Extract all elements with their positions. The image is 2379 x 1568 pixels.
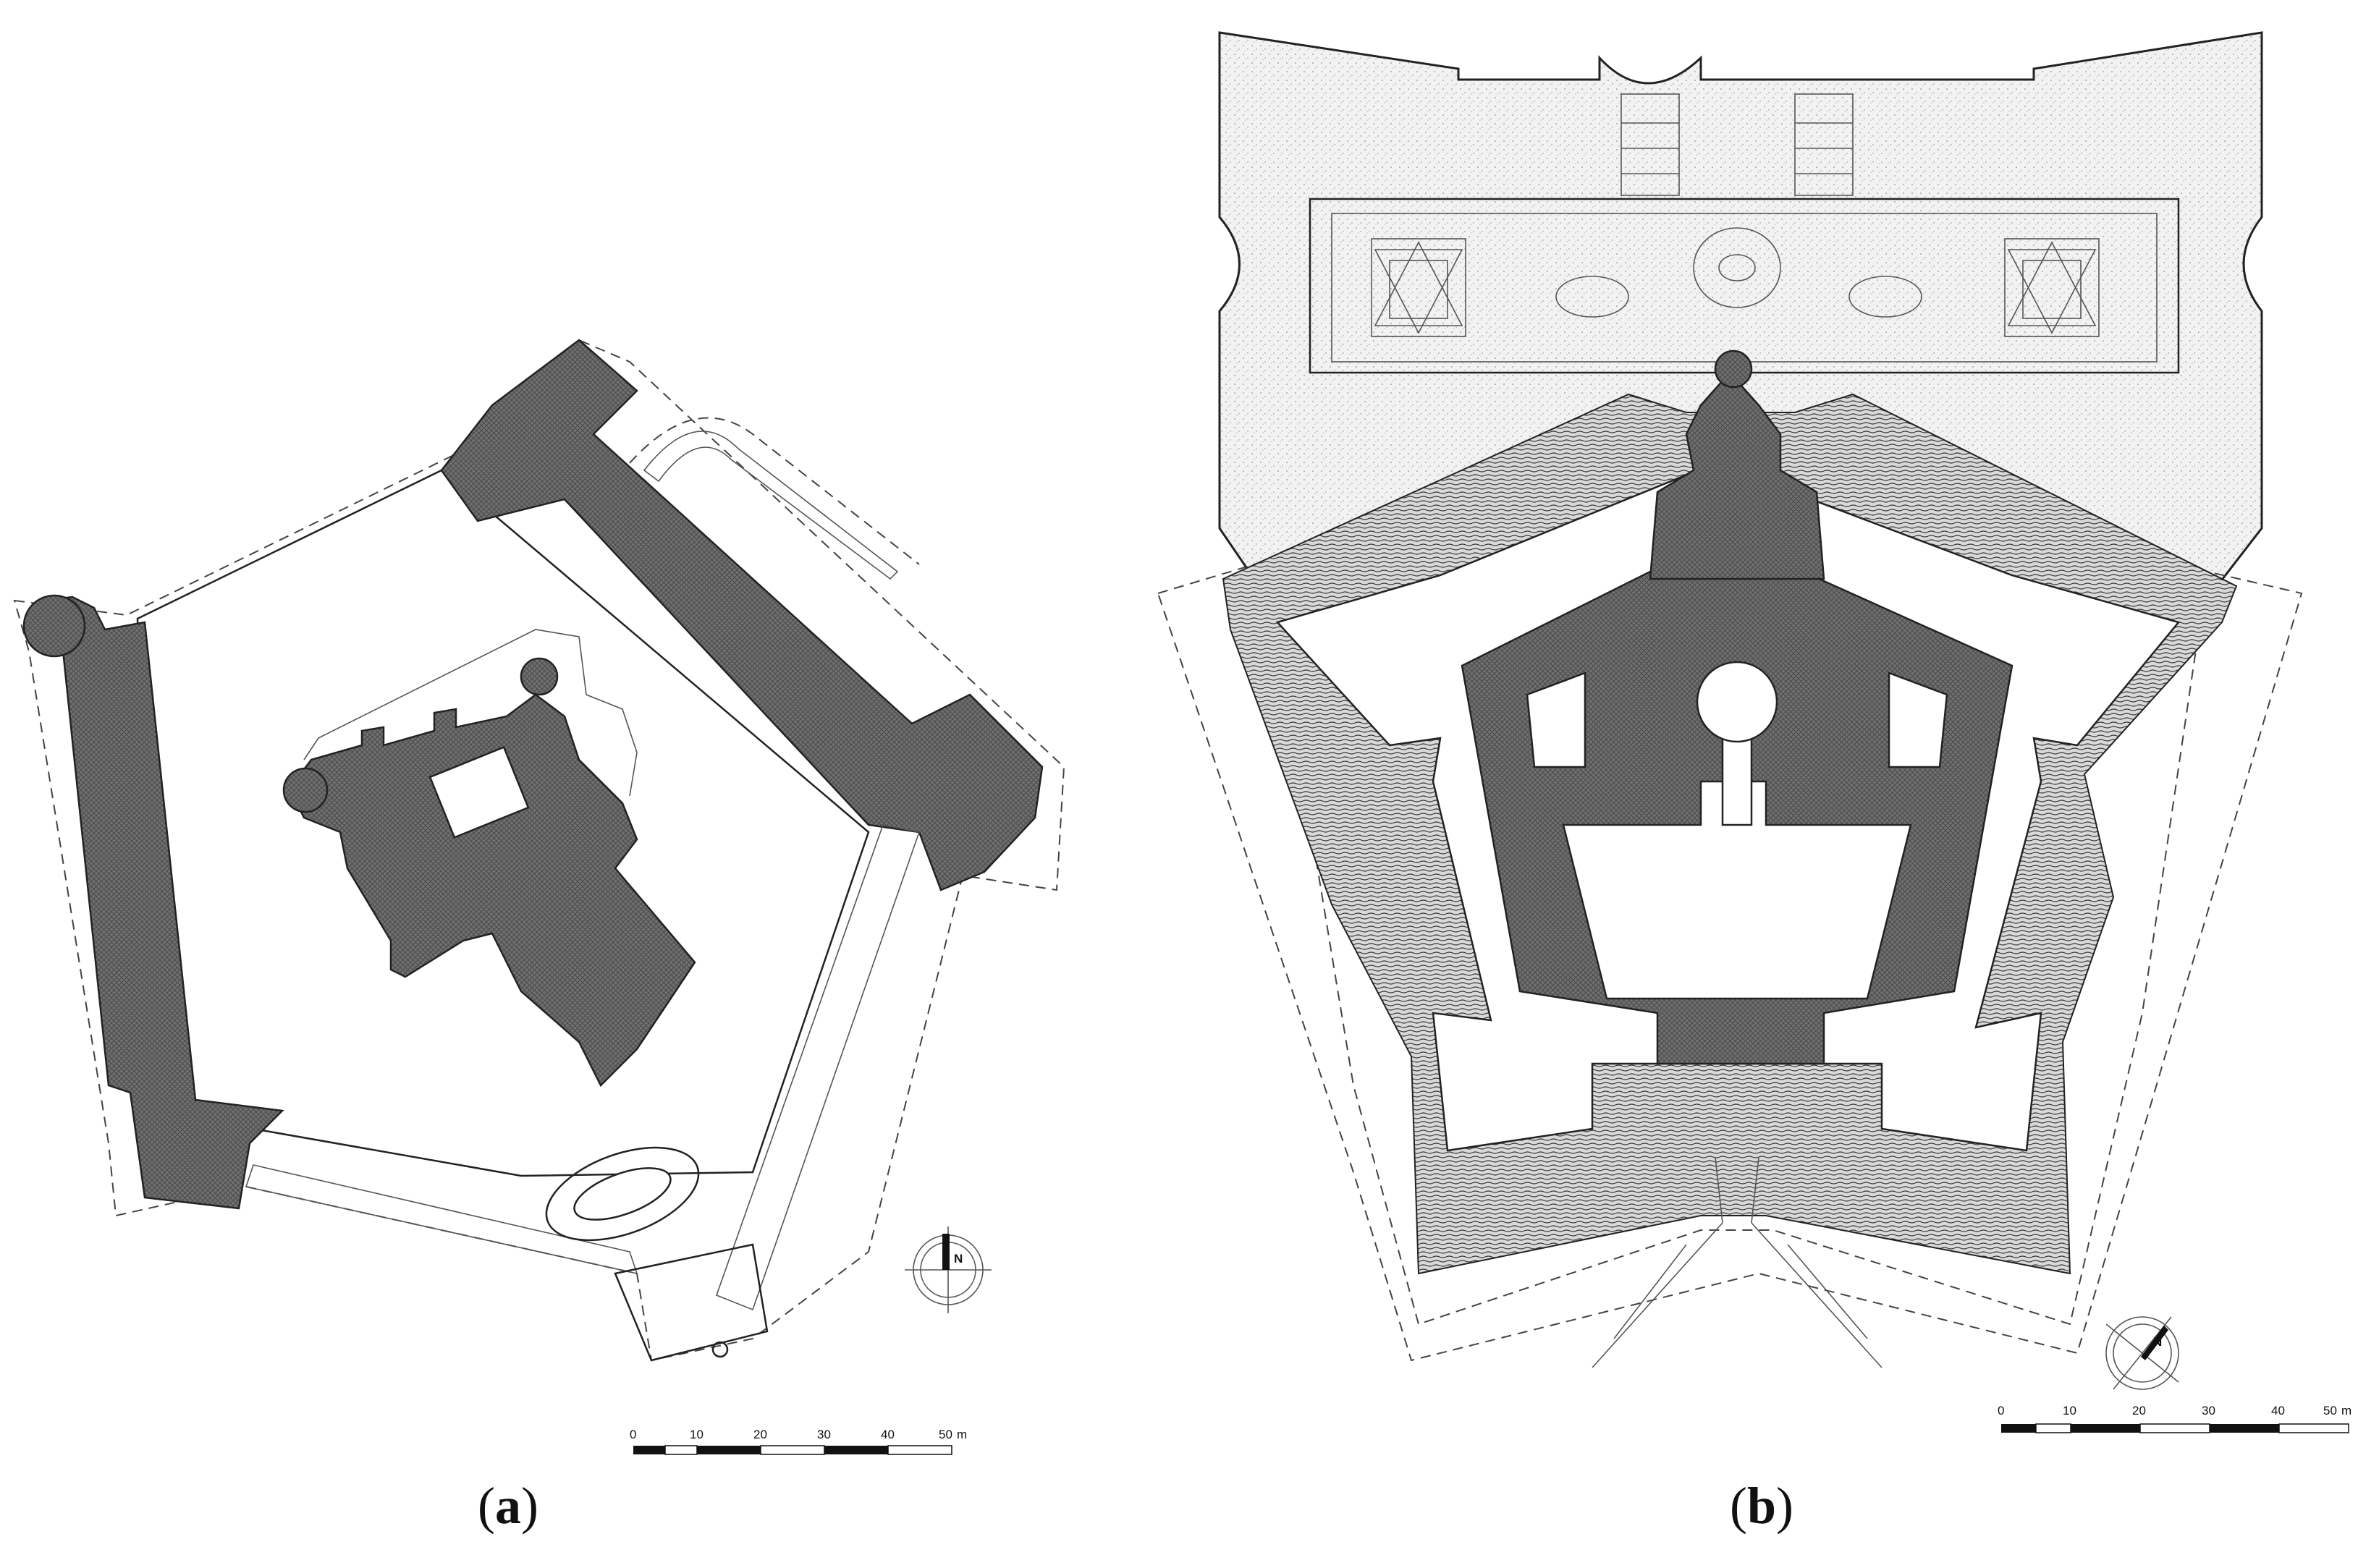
panel-b-parterre-center-inner xyxy=(1718,254,1756,281)
panel-b-parterre-oval-right xyxy=(1848,276,1922,318)
panel-b-label-open: ( xyxy=(1730,1477,1747,1535)
panel-a-ramp-outline xyxy=(629,417,920,565)
panel-a-scale-tick-40: 40 xyxy=(881,1428,895,1441)
panel-a-scale-tick-50: 50 xyxy=(939,1428,952,1441)
panel-b-west-room xyxy=(1526,671,1586,768)
panel-a-se-corner xyxy=(614,1243,769,1362)
panel-a-oval-stair-outer xyxy=(545,1146,700,1242)
panel-b-east-room xyxy=(1888,671,1948,768)
panel-b-scale-bar: 0 10 20 30 40 50 m xyxy=(1998,1404,2351,1433)
panel-a-oval-stair-inner xyxy=(573,1167,672,1221)
panel-a-keep-outline xyxy=(303,629,638,797)
panel-a-scale-tick-10: 10 xyxy=(690,1428,703,1441)
panel-a-central-keep xyxy=(288,693,696,1088)
panel-a-label-letter: a xyxy=(494,1477,521,1535)
panel-b-scale-tick-30: 30 xyxy=(2202,1404,2215,1417)
panel-b-label: (b) xyxy=(1730,1476,1793,1536)
panel-b-parterre-oval-left xyxy=(1555,276,1629,318)
panel-a-west-wall xyxy=(28,596,284,1210)
panel-a-scale-unit: m xyxy=(957,1428,967,1441)
panel-a-label-close: ) xyxy=(520,1477,538,1535)
panel-a-nw-round-tower xyxy=(22,594,86,658)
panel-a-castle-plan: N 0 10 20 30 40 50 m xyxy=(13,339,1065,1455)
panel-a-keep-courtyard xyxy=(428,746,530,839)
panel-b-approach-paths xyxy=(1592,1157,1883,1368)
panel-b-terrace-steps xyxy=(1620,93,1854,196)
panel-b-north-ravelin xyxy=(1649,371,1825,580)
panel-a-keep-tower-n xyxy=(520,657,559,696)
panel-b-scale-tick-40: 40 xyxy=(2271,1404,2285,1417)
panel-b-north-arrow: N xyxy=(2105,1316,2179,1390)
panel-b-scale-unit: m xyxy=(2341,1404,2351,1417)
panel-b-fortress-plan: N 0 10 20 30 40 50 m xyxy=(1157,31,2351,1433)
panel-a-scale-tick-0: 0 xyxy=(630,1428,636,1441)
panel-b-parterre-right xyxy=(2004,238,2100,337)
panel-b-parterre-left xyxy=(1371,238,1466,337)
panel-b-courtyard xyxy=(1562,780,1912,1000)
panel-a-label-open: ( xyxy=(478,1477,495,1535)
panel-a-ramp xyxy=(643,431,899,580)
panel-b-scale-tick-20: 20 xyxy=(2132,1404,2146,1417)
panel-a-scale-tick-30: 30 xyxy=(817,1428,831,1441)
panel-a-scale-bar: 0 10 20 30 40 50 m xyxy=(630,1428,967,1455)
panel-a-northeast-wall xyxy=(440,339,1044,891)
panel-a-label: (a) xyxy=(478,1476,538,1536)
panel-a-keep-tower-w xyxy=(282,767,329,813)
panel-b-scale-tick-10: 10 xyxy=(2063,1404,2076,1417)
panel-a-well xyxy=(711,1341,729,1358)
panel-b-scale-tick-0: 0 xyxy=(1998,1404,2004,1417)
panel-a-scale-tick-20: 20 xyxy=(753,1428,767,1441)
panel-b-outer-glacis xyxy=(1157,559,2303,1362)
panel-a-south-gallery xyxy=(245,1164,638,1275)
panel-b-parterre-center xyxy=(1693,227,1781,308)
panel-a-outer-boundary xyxy=(13,339,1065,1362)
panel-a-north-label: N xyxy=(954,1252,963,1266)
panel-b-north-round xyxy=(1714,349,1753,389)
panel-a-east-gallery xyxy=(715,824,921,1311)
panel-b-label-close: ) xyxy=(1776,1477,1794,1535)
panel-a-north-arrow: N xyxy=(905,1226,992,1313)
panel-b-label-letter: b xyxy=(1746,1477,1777,1535)
panel-b-scale-tick-50: 50 xyxy=(2323,1404,2337,1417)
panel-b-court-round xyxy=(1696,661,1778,743)
panel-b-north-label: N xyxy=(2153,1335,2162,1349)
